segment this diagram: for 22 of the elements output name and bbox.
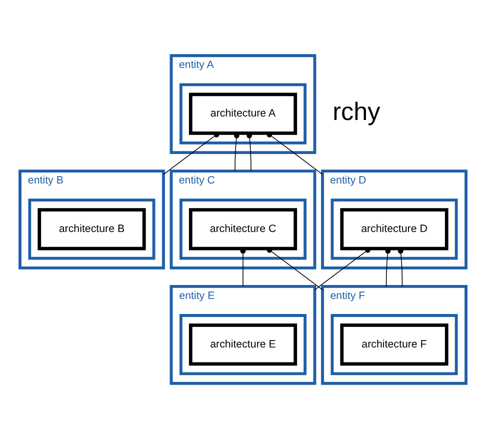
node-box: architecture A [188, 92, 298, 135]
label: rchy [332, 98, 380, 126]
node-box: architecture B [38, 208, 146, 250]
cluster [330, 198, 458, 260]
cluster [28, 198, 156, 260]
node-box: architecture F [340, 324, 448, 366]
cluster [179, 198, 306, 260]
connector [314, 247, 370, 290]
connector [246, 132, 252, 172]
cluster [179, 83, 306, 144]
node-box: architecture C [188, 208, 298, 250]
connector [163, 132, 220, 175]
node-box: architecture E [188, 324, 298, 366]
cluster [330, 314, 458, 376]
cluster [179, 314, 306, 376]
connector [266, 132, 323, 175]
node-box: architecture D [340, 208, 448, 250]
connector [385, 248, 391, 287]
connector [240, 248, 246, 287]
connector [234, 132, 240, 172]
connector [398, 248, 404, 287]
connector [266, 247, 323, 290]
